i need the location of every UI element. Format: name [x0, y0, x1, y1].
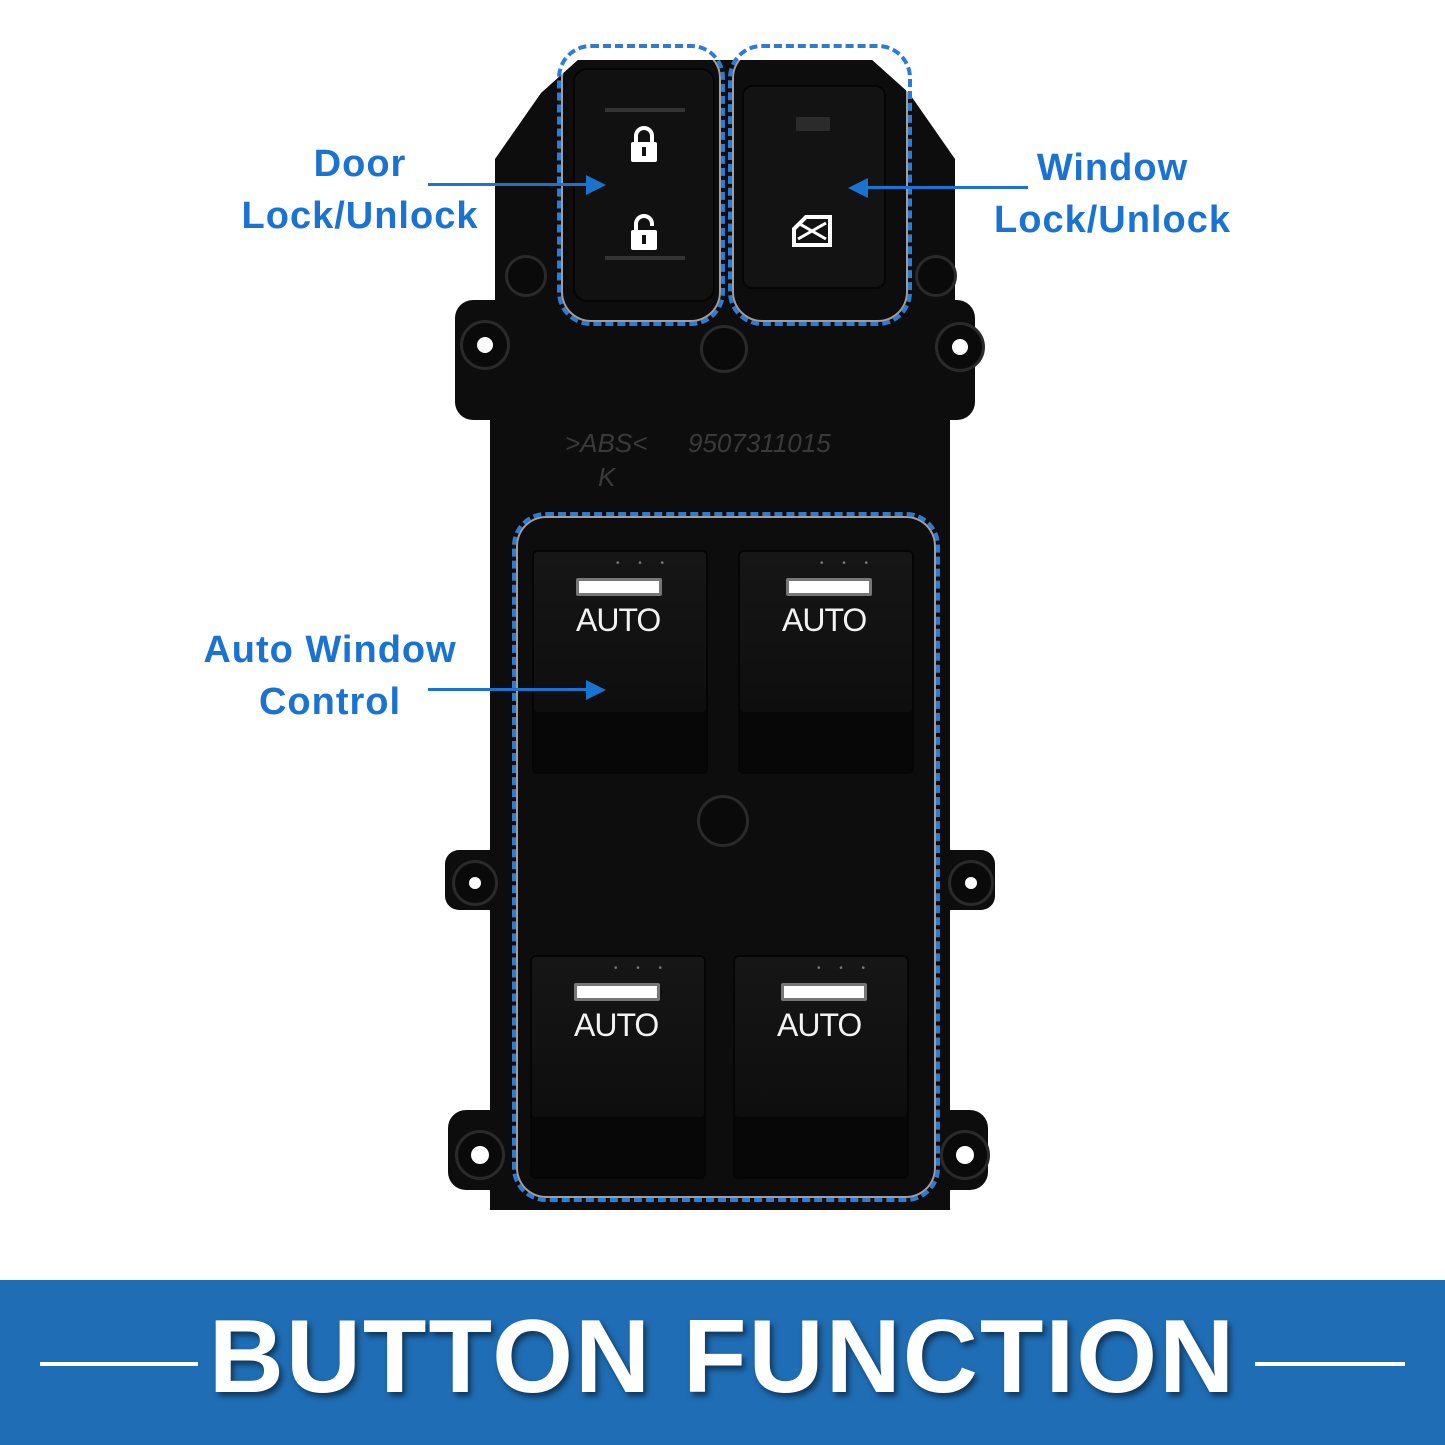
auto-window-label: Auto Window Control — [185, 624, 475, 728]
window-lock-label-line1: Window — [1036, 147, 1189, 189]
material-mark: >ABS< — [565, 428, 648, 458]
switch-dots: • • • — [616, 558, 673, 569]
mount-hole — [915, 255, 957, 297]
window-lock-arrow — [866, 186, 1028, 189]
mount-hole — [455, 1130, 505, 1180]
auto-label: AUTO — [782, 602, 867, 638]
auto-window-arrow — [428, 688, 588, 691]
mount-hole — [505, 255, 547, 297]
auto-indicator — [576, 578, 662, 596]
banner-title: BUTTON FUNCTION — [208, 1299, 1237, 1415]
mount-hole — [700, 325, 748, 373]
auto-indicator — [781, 983, 867, 1001]
mount-hole — [948, 860, 994, 906]
auto-indicator — [574, 983, 660, 1001]
window-lock-label-line2: Lock/Unlock — [994, 199, 1231, 241]
auto-label: AUTO — [777, 1007, 862, 1043]
switch-dots: • • • — [614, 963, 671, 974]
title-banner: BUTTON FUNCTION — [0, 1280, 1445, 1445]
auto-window-switch-rear-left[interactable]: • • • AUTO — [530, 955, 706, 1179]
door-lock-arrow — [428, 183, 588, 186]
auto-label: AUTO — [576, 602, 661, 638]
mount-hole — [935, 322, 985, 372]
door-lock-label-line2: Lock/Unlock — [241, 195, 479, 237]
door-lock-arrowhead — [586, 175, 606, 195]
part-number: 9507311015 — [688, 428, 831, 458]
window-lock-icon — [792, 215, 832, 247]
lock-closed-icon — [631, 126, 657, 162]
auto-indicator — [786, 578, 872, 596]
window-lock-arrowhead — [848, 178, 868, 198]
mount-hole — [697, 795, 749, 847]
window-lock-highlight — [728, 44, 912, 326]
auto-window-switch-rear-right[interactable]: • • • AUTO — [733, 955, 909, 1179]
mark-letter: K — [598, 462, 616, 492]
auto-label: AUTO — [574, 1007, 659, 1043]
auto-window-arrowhead — [586, 680, 606, 700]
lock-open-icon — [631, 214, 657, 250]
auto-window-label-line2: Control — [258, 681, 402, 723]
door-lock-label-line1: Door — [313, 143, 407, 185]
auto-window-switch-front-right[interactable]: • • • AUTO — [738, 550, 914, 774]
mount-hole — [940, 1130, 990, 1180]
mount-hole — [460, 320, 510, 370]
banner-rule-right — [1255, 1362, 1405, 1366]
mount-hole — [452, 860, 498, 906]
auto-window-highlight — [512, 512, 940, 1202]
switch-dots: • • • — [817, 963, 874, 974]
auto-window-label-line1: Auto Window — [203, 629, 457, 671]
door-lock-label: Door Lock/Unlock — [225, 138, 495, 242]
banner-rule-left — [40, 1362, 198, 1366]
window-lock-label: Window Lock/Unlock — [980, 142, 1245, 246]
switch-dots: • • • — [820, 558, 877, 569]
auto-window-switch-front-left[interactable]: • • • AUTO — [532, 550, 708, 774]
